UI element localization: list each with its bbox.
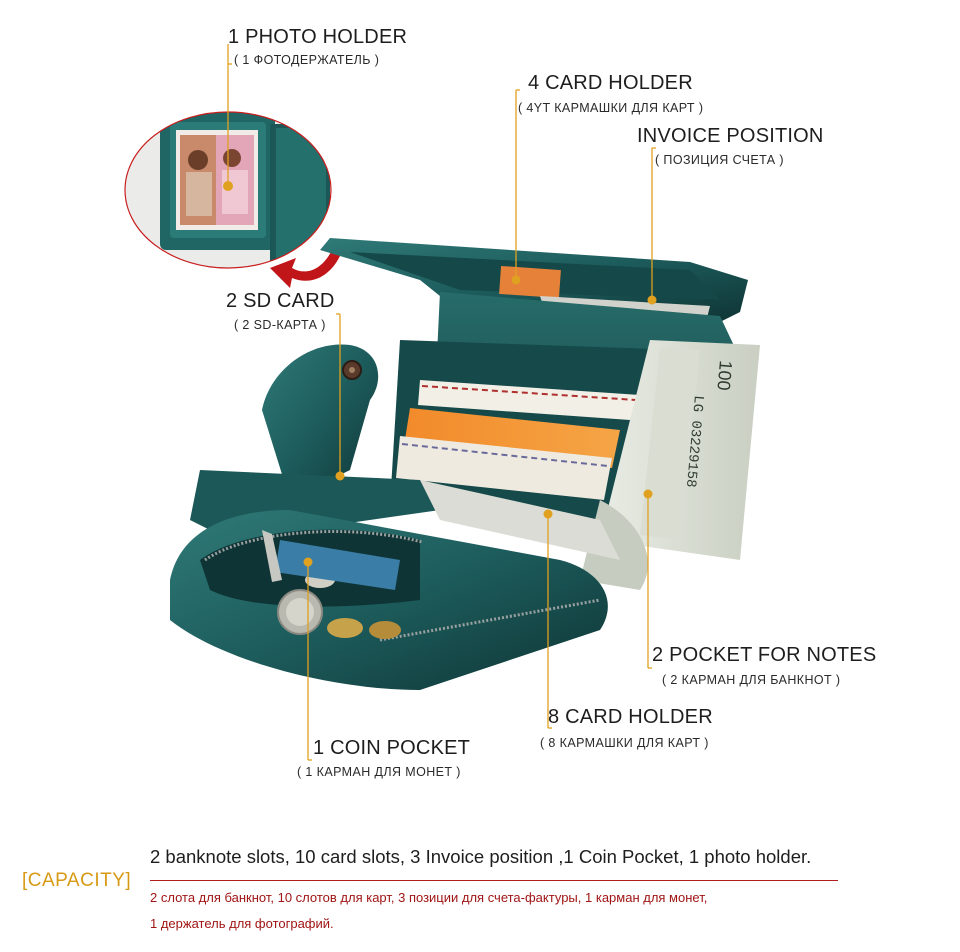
- card-holder-4-subtitle: ( 4YT КАРМАШКИ ДЛЯ КАРТ ): [518, 101, 704, 115]
- banknote-denomination-text: 100: [713, 360, 736, 392]
- photo-holder-subtitle: ( 1 ФОТОДЕРЖАТЕЛЬ ): [234, 53, 380, 67]
- pocket-for-notes-subtitle: ( 2 КАРМАН ДЛЯ БАНКНОТ ): [662, 673, 841, 687]
- coin-pocket-subtitle: ( 1 КАРМАН ДЛЯ МОНЕТ ): [297, 765, 461, 779]
- pointer-lines: [227, 44, 656, 761]
- pointer-dots: [303, 275, 657, 567]
- capacity-english-text: 2 banknote slots, 10 card slots, 3 Invoi…: [150, 846, 812, 867]
- card-holder-8-title: 8 CARD HOLDER: [548, 706, 713, 728]
- pocket-for-notes-title: 2 POCKET FOR NOTES: [652, 644, 877, 666]
- wallet-body: 100 LG 03229158: [170, 238, 760, 690]
- capacity-divider: [150, 880, 838, 881]
- sd-card-subtitle: ( 2 SD-КАРТА ): [234, 318, 326, 332]
- capacity-russian-line-2: 1 держатель для фотографий.: [150, 916, 334, 931]
- card-holder-8-subtitle: ( 8 КАРМАШКИ ДЛЯ КАРТ ): [540, 736, 709, 750]
- card-holder-4-title: 4 CARD HOLDER: [528, 72, 693, 94]
- photo-holder-detail: [124, 111, 332, 269]
- red-curved-arrow-icon: [270, 250, 340, 288]
- capacity-tag: [CAPACITY]: [22, 870, 132, 891]
- invoice-position-subtitle: ( ПОЗИЦИЯ СЧЕТА ): [655, 153, 784, 167]
- invoice-position-title: INVOICE POSITION: [637, 125, 824, 147]
- sd-card-title: 2 SD CARD: [226, 290, 335, 312]
- photo-holder-title: 1 PHOTO HOLDER: [228, 26, 408, 48]
- capacity-russian-line-1: 2 слота для банкнот, 10 слотов для карт,…: [150, 890, 708, 905]
- coin-pocket-title: 1 COIN POCKET: [313, 737, 471, 759]
